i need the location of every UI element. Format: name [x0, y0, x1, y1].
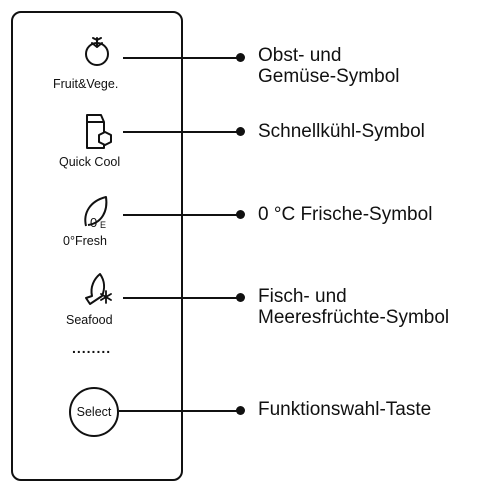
- callout-dot-quick-cool: [236, 127, 245, 136]
- icon-label-seafood: Seafood: [66, 313, 113, 327]
- tomato-icon: [85, 37, 109, 66]
- callout-line-select: [119, 410, 240, 412]
- callout-line-zero-fresh: [123, 214, 240, 216]
- quick-cool-button[interactable]: [72, 112, 122, 149]
- callout-line-fruit-vege: [123, 57, 240, 59]
- callout-dot-select: [236, 406, 245, 415]
- callout-dot-seafood: [236, 293, 245, 302]
- select-button[interactable]: Select: [69, 387, 119, 437]
- callout-quick-cool: Schnellkühl-Symbol: [258, 121, 425, 142]
- milk-carton-icon: [86, 114, 112, 149]
- callout-dot-zero-fresh: [236, 210, 245, 219]
- callout-line-quick-cool: [123, 131, 240, 133]
- zero-fresh-button[interactable]: 0 E: [72, 193, 122, 230]
- callout-fruit-vege-line2: Gemüse-Symbol: [258, 66, 400, 87]
- svg-text:0: 0: [90, 215, 97, 230]
- callout-seafood-line2: Meeresfrüchte-Symbol: [258, 307, 450, 328]
- callout-seafood-line1: Fisch- und: [258, 286, 347, 307]
- icon-label-zero-fresh: 0°Fresh: [63, 234, 107, 248]
- icon-label-fruit-vege: Fruit&Vege.: [53, 77, 119, 91]
- callout-dot-fruit-vege: [236, 53, 245, 62]
- callout-line-seafood: [123, 297, 240, 299]
- fish-snowflake-icon: [85, 273, 112, 305]
- callout-zero-fresh: 0 °C Frische-Symbol: [258, 204, 433, 225]
- svg-text:E: E: [100, 220, 106, 230]
- fruit-vege-button[interactable]: [72, 34, 122, 68]
- callout-fruit-vege-line1: Obst- und: [258, 45, 342, 66]
- callout-select: Funktionswahl-Taste: [258, 399, 432, 420]
- seafood-button[interactable]: [72, 271, 122, 305]
- leaf-zero-icon: 0 E: [84, 196, 108, 230]
- icon-label-quick-cool: Quick Cool: [59, 155, 121, 169]
- more-functions-separator: ........: [72, 340, 112, 356]
